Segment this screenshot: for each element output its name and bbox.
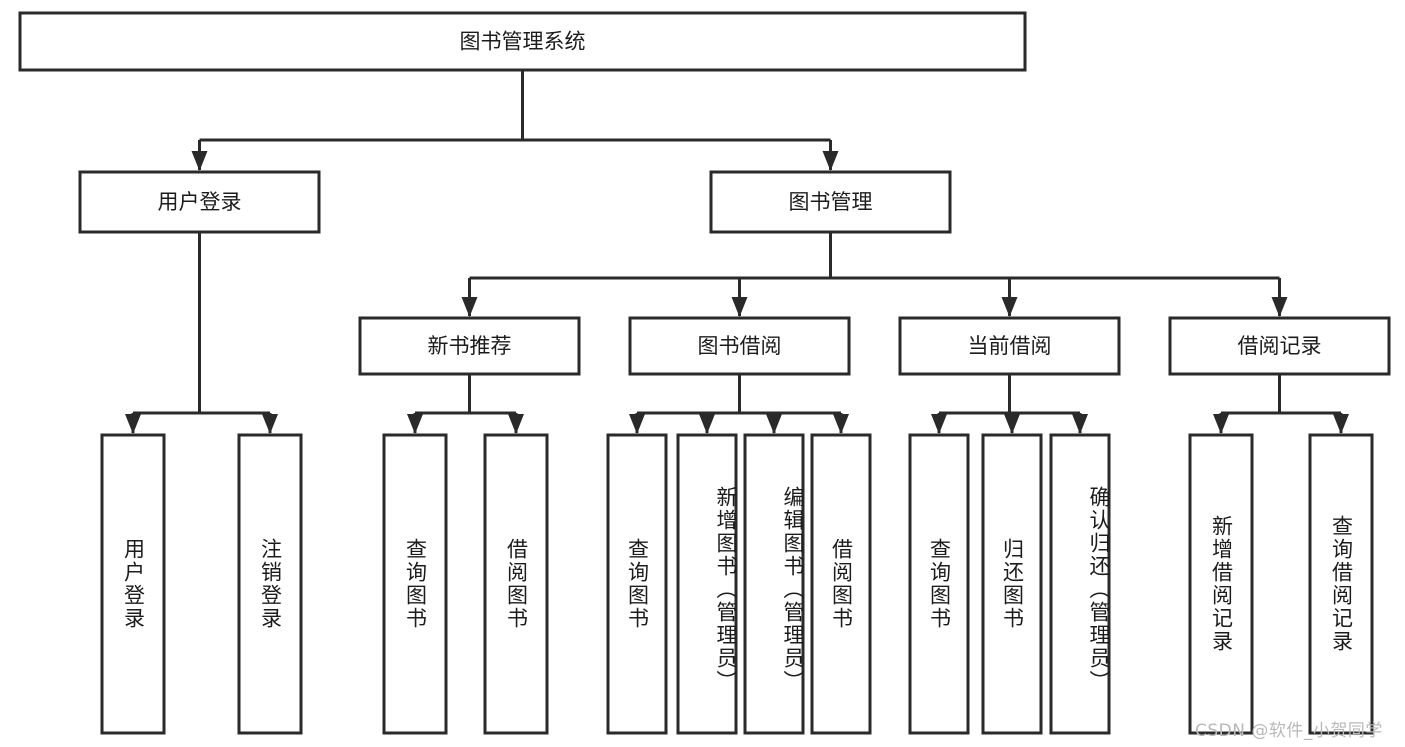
- leaf-box[interactable]: [100, 433, 166, 735]
- leaf-node[interactable]: [606, 433, 668, 735]
- level2-node[interactable]: 图书管理: [709, 170, 952, 234]
- level3-node[interactable]: 借阅记录: [1168, 316, 1391, 376]
- level3-box[interactable]: [898, 316, 1121, 376]
- leaf-node[interactable]: [981, 433, 1043, 735]
- leaf-box[interactable]: [810, 433, 872, 735]
- arrow-head-icon: [191, 151, 208, 171]
- arrow-head-icon: [1004, 414, 1020, 434]
- level3-label: 借阅记录: [1238, 334, 1322, 358]
- level3-node[interactable]: 新书推荐: [358, 316, 581, 376]
- arrow-head-icon: [699, 414, 715, 434]
- root-node[interactable]: 图书管理系统: [18, 11, 1027, 72]
- level3-node[interactable]: 当前借阅: [898, 316, 1121, 376]
- arrow-head-icon: [125, 414, 141, 434]
- level3-box[interactable]: [1168, 316, 1391, 376]
- arrow-head-icon: [407, 414, 423, 434]
- level2-box[interactable]: [709, 170, 952, 234]
- level3-node[interactable]: 图书借阅: [628, 316, 851, 376]
- leaf-node[interactable]: [483, 433, 549, 735]
- arrow-head-icon: [1001, 297, 1018, 317]
- leaf-node[interactable]: [382, 433, 448, 735]
- level3-label: 图书借阅: [698, 334, 782, 358]
- leaf-box[interactable]: [606, 433, 668, 735]
- root-box[interactable]: [18, 11, 1027, 72]
- leaf-node[interactable]: [1188, 433, 1254, 735]
- level3-box[interactable]: [628, 316, 851, 376]
- arrow-head-icon: [1213, 414, 1229, 434]
- arrow-head-icon: [1333, 414, 1349, 434]
- leaf-node[interactable]: [1049, 433, 1111, 735]
- arrow-head-icon: [629, 414, 645, 434]
- leaf-box[interactable]: [908, 433, 970, 735]
- arrow-head-icon: [731, 297, 748, 317]
- level3-label: 新书推荐: [428, 334, 512, 358]
- leaf-node[interactable]: [676, 433, 738, 735]
- level2-label: 用户登录: [158, 190, 242, 214]
- leaf-box[interactable]: [981, 433, 1043, 735]
- level2-node[interactable]: 用户登录: [78, 170, 321, 234]
- level3-box[interactable]: [358, 316, 581, 376]
- leaf-box[interactable]: [382, 433, 448, 735]
- arrow-head-icon: [461, 297, 478, 317]
- leaf-node[interactable]: [743, 433, 805, 735]
- leaf-node[interactable]: [237, 433, 303, 735]
- root-label: 图书管理系统: [460, 30, 586, 54]
- leaf-node[interactable]: [100, 433, 166, 735]
- arrow-head-icon: [1072, 414, 1088, 434]
- leaf-node[interactable]: [908, 433, 970, 735]
- level3-label: 当前借阅: [968, 334, 1052, 358]
- leaf-box[interactable]: [1188, 433, 1254, 735]
- connector-layer: [125, 70, 1349, 434]
- arrow-head-icon: [822, 151, 839, 171]
- leaf-box[interactable]: [237, 433, 303, 735]
- arrow-head-icon: [262, 414, 278, 434]
- arrow-head-icon: [931, 414, 947, 434]
- level2-label: 图书管理: [789, 190, 873, 214]
- arrow-head-icon: [1271, 297, 1288, 317]
- leaf-box[interactable]: [1308, 433, 1374, 735]
- leaf-node[interactable]: [1308, 433, 1374, 735]
- leaf-box[interactable]: [676, 433, 738, 735]
- leaf-box[interactable]: [1049, 433, 1111, 735]
- arrow-head-icon: [833, 414, 849, 434]
- arrow-head-icon: [508, 414, 524, 434]
- arrow-head-icon: [766, 414, 782, 434]
- leaf-box[interactable]: [483, 433, 549, 735]
- watermark: CSDN @软件_小贺同学: [1195, 721, 1383, 741]
- leaf-box[interactable]: [743, 433, 805, 735]
- level2-box[interactable]: [78, 170, 321, 234]
- leaf-node[interactable]: [810, 433, 872, 735]
